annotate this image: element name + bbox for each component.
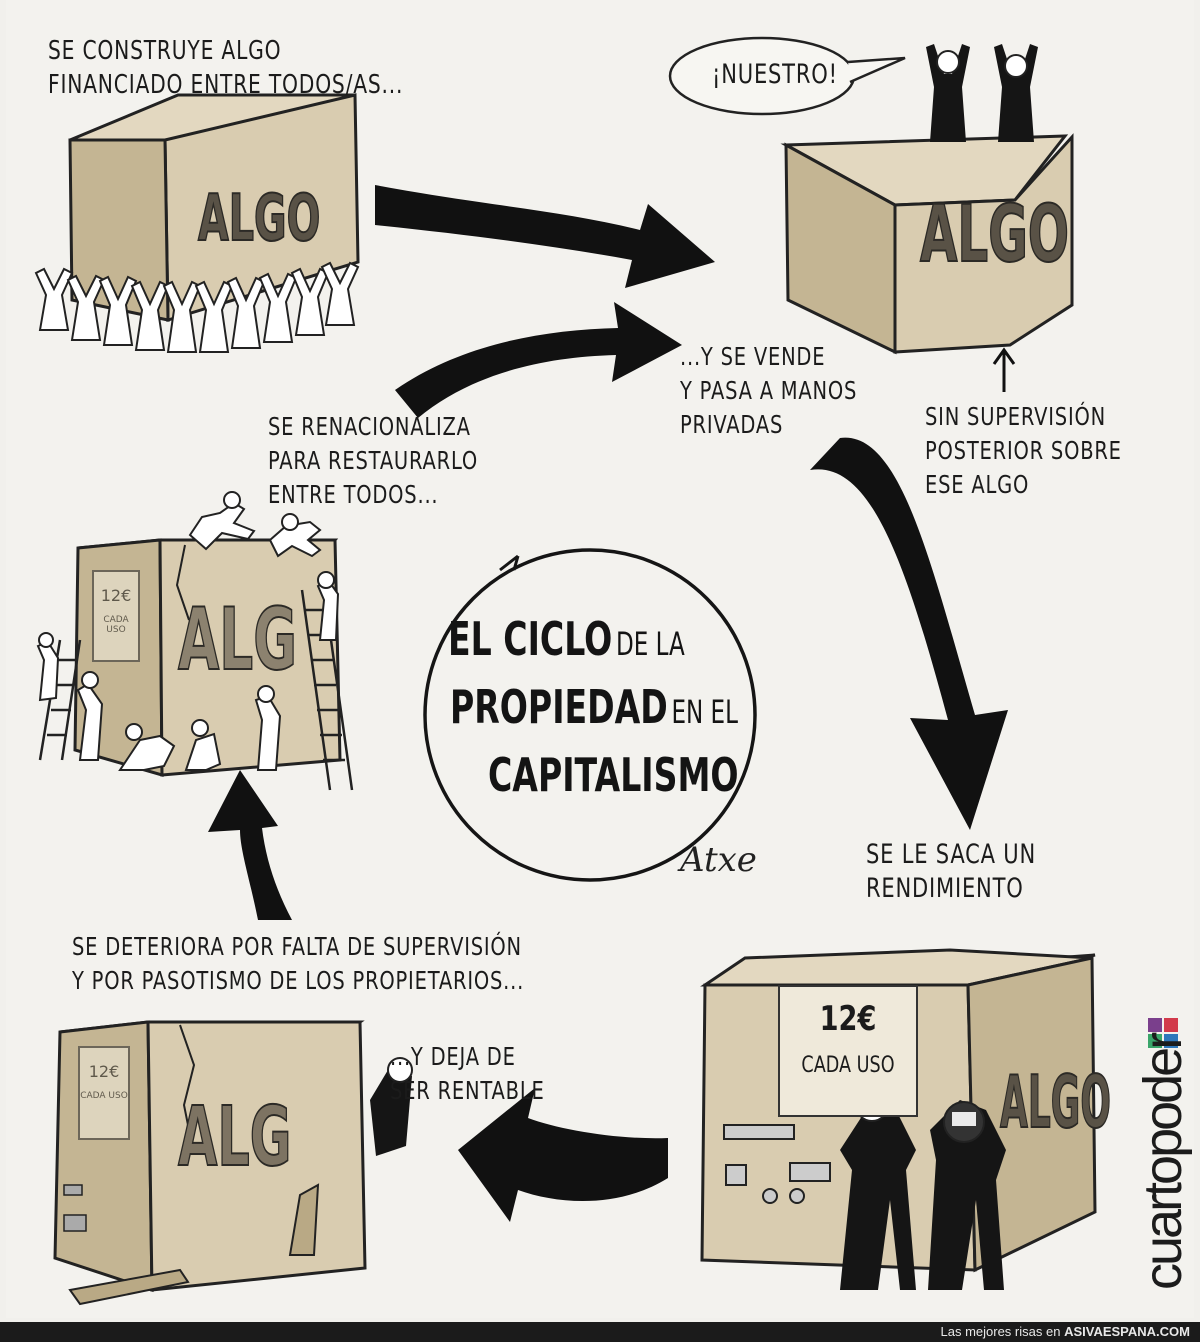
speech-text: ¡NUESTRO! xyxy=(712,59,838,90)
security-guards xyxy=(840,1088,1006,1290)
crowd-lifting xyxy=(34,261,360,353)
sign-per-use-worn: CADA USO xyxy=(80,1091,128,1101)
sign-price-worn: 12€ xyxy=(88,1062,120,1081)
price-sign-main: 12€ CADA USO xyxy=(778,985,918,1117)
caption-step1: SE CONSTRUYE ALGO FINANCIADO ENTRE TODOS… xyxy=(48,36,404,100)
box-1-label: ALGO xyxy=(197,181,321,257)
workers xyxy=(36,491,340,771)
title-line-3: CAPITALISMO xyxy=(488,748,739,802)
cycle-arrow-icon xyxy=(423,548,757,882)
footer-prefix: Las mejores risas en xyxy=(940,1324,1061,1339)
footer-site-link[interactable]: ASIVAESPANA.COM xyxy=(1064,1324,1190,1339)
footer-bar: Las mejores risas en ASIVAESPANA.COM xyxy=(0,1322,1200,1342)
caption-step5: SE RENACIONALIZA PARA RESTAURARLO ENTRE … xyxy=(268,412,479,509)
box-5-label: ALG xyxy=(177,589,298,691)
box-3-label: ALGO xyxy=(1000,1059,1112,1145)
brand-logo-icon xyxy=(1148,1018,1178,1048)
arrow-icon xyxy=(375,185,715,288)
arrow-icon xyxy=(992,347,1016,392)
sign-per-use-restored: CADA USO xyxy=(103,615,129,635)
sign-price: 12€ xyxy=(819,999,877,1039)
caption-step4: SE DETERIORA POR FALTA DE SUPERVISIÓN Y … xyxy=(72,932,525,995)
box-2-privatized xyxy=(780,133,1074,355)
arrow-icon xyxy=(395,302,682,418)
arrow-icon xyxy=(458,1088,668,1222)
title-line-2-big: PROPIEDAD xyxy=(450,680,668,734)
caption-step2-note: SIN SUPERVISIÓN POSTERIOR SOBRE ESE ALGO xyxy=(925,402,1122,499)
box-1-funded xyxy=(68,93,360,323)
box-4-label: ALG xyxy=(177,1089,292,1186)
price-sign-restored: 12€ CADA USO xyxy=(92,570,140,662)
footer-text: Las mejores risas en ASIVAESPANA.COM xyxy=(941,1322,1191,1342)
title-line-3-big: CAPITALISMO xyxy=(488,748,739,802)
title-line-1-big: EL CICLO xyxy=(448,612,613,666)
price-sign-worn: 12€ CADA USO xyxy=(78,1046,130,1140)
arrow-icon xyxy=(810,437,1008,830)
sign-per-use: CADA USO xyxy=(801,1053,895,1078)
owners-celebrating xyxy=(926,44,1038,142)
title-line-2: PROPIEDAD EN EL xyxy=(450,680,738,734)
title-line-1-small: DE LA xyxy=(615,625,685,663)
box-2-label: ALGO xyxy=(919,189,1070,281)
caption-step4b: ...Y DEJA DE SER RENTABLE xyxy=(390,1042,545,1105)
arrow-icon xyxy=(208,770,292,920)
caption-step3: SE LE SACA UN RENDIMIENTO xyxy=(866,839,1037,904)
caption-step2: ...Y SE VENDE Y PASA A MANOS PRIVADAS xyxy=(680,342,858,439)
title-line-2-small: EN EL xyxy=(671,693,738,731)
sign-price-restored: 12€ xyxy=(100,586,132,605)
brand-name: cuartopoder xyxy=(1133,1034,1193,1290)
title-line-1: EL CICLO DE LA xyxy=(448,612,685,666)
speech-bubble-icon xyxy=(668,36,906,116)
artist-signature: Atxe xyxy=(680,840,757,880)
